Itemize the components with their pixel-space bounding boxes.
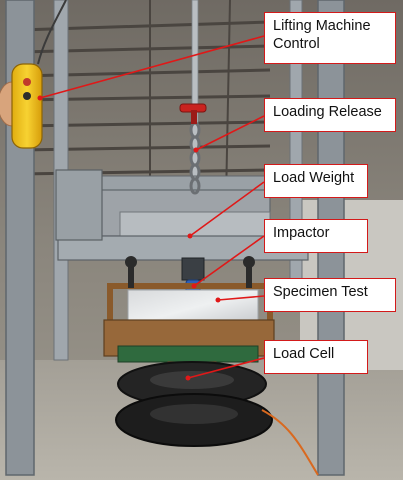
clamp-bolts <box>125 256 255 288</box>
pendant-cable <box>37 0 67 65</box>
callout-text: Load Cell <box>273 346 335 362</box>
callout-text: Load Weight <box>273 170 355 186</box>
callout-text: Specimen Test <box>273 284 368 300</box>
callout-load-weight: Load Weight <box>264 164 368 198</box>
pendant-button-down <box>23 92 31 100</box>
callout-text: Loading Release <box>273 104 382 120</box>
callout-specimen-test: Specimen Test <box>264 278 396 312</box>
impactor-body <box>181 257 205 281</box>
lower-tire-rim <box>150 404 238 424</box>
callout-lifting-machine-control: Lifting Machine Control <box>264 12 396 64</box>
floor-cable <box>261 409 319 476</box>
callout-load-cell: Load Cell <box>264 340 368 374</box>
pointer-lines <box>39 35 265 379</box>
pointer-heads <box>37 95 221 381</box>
callout-text: Lifting Machine Control <box>273 18 371 52</box>
callout-loading-release: Loading Release <box>264 98 396 132</box>
control-pendant <box>11 63 43 149</box>
release-handle-stem <box>191 110 197 124</box>
upper-tire-rim <box>150 371 234 389</box>
callout-impactor: Impactor <box>264 219 368 253</box>
side-bracket <box>55 169 103 241</box>
pendant-button-up <box>23 78 31 86</box>
support-base <box>117 345 259 363</box>
callout-text: Impactor <box>273 225 330 241</box>
